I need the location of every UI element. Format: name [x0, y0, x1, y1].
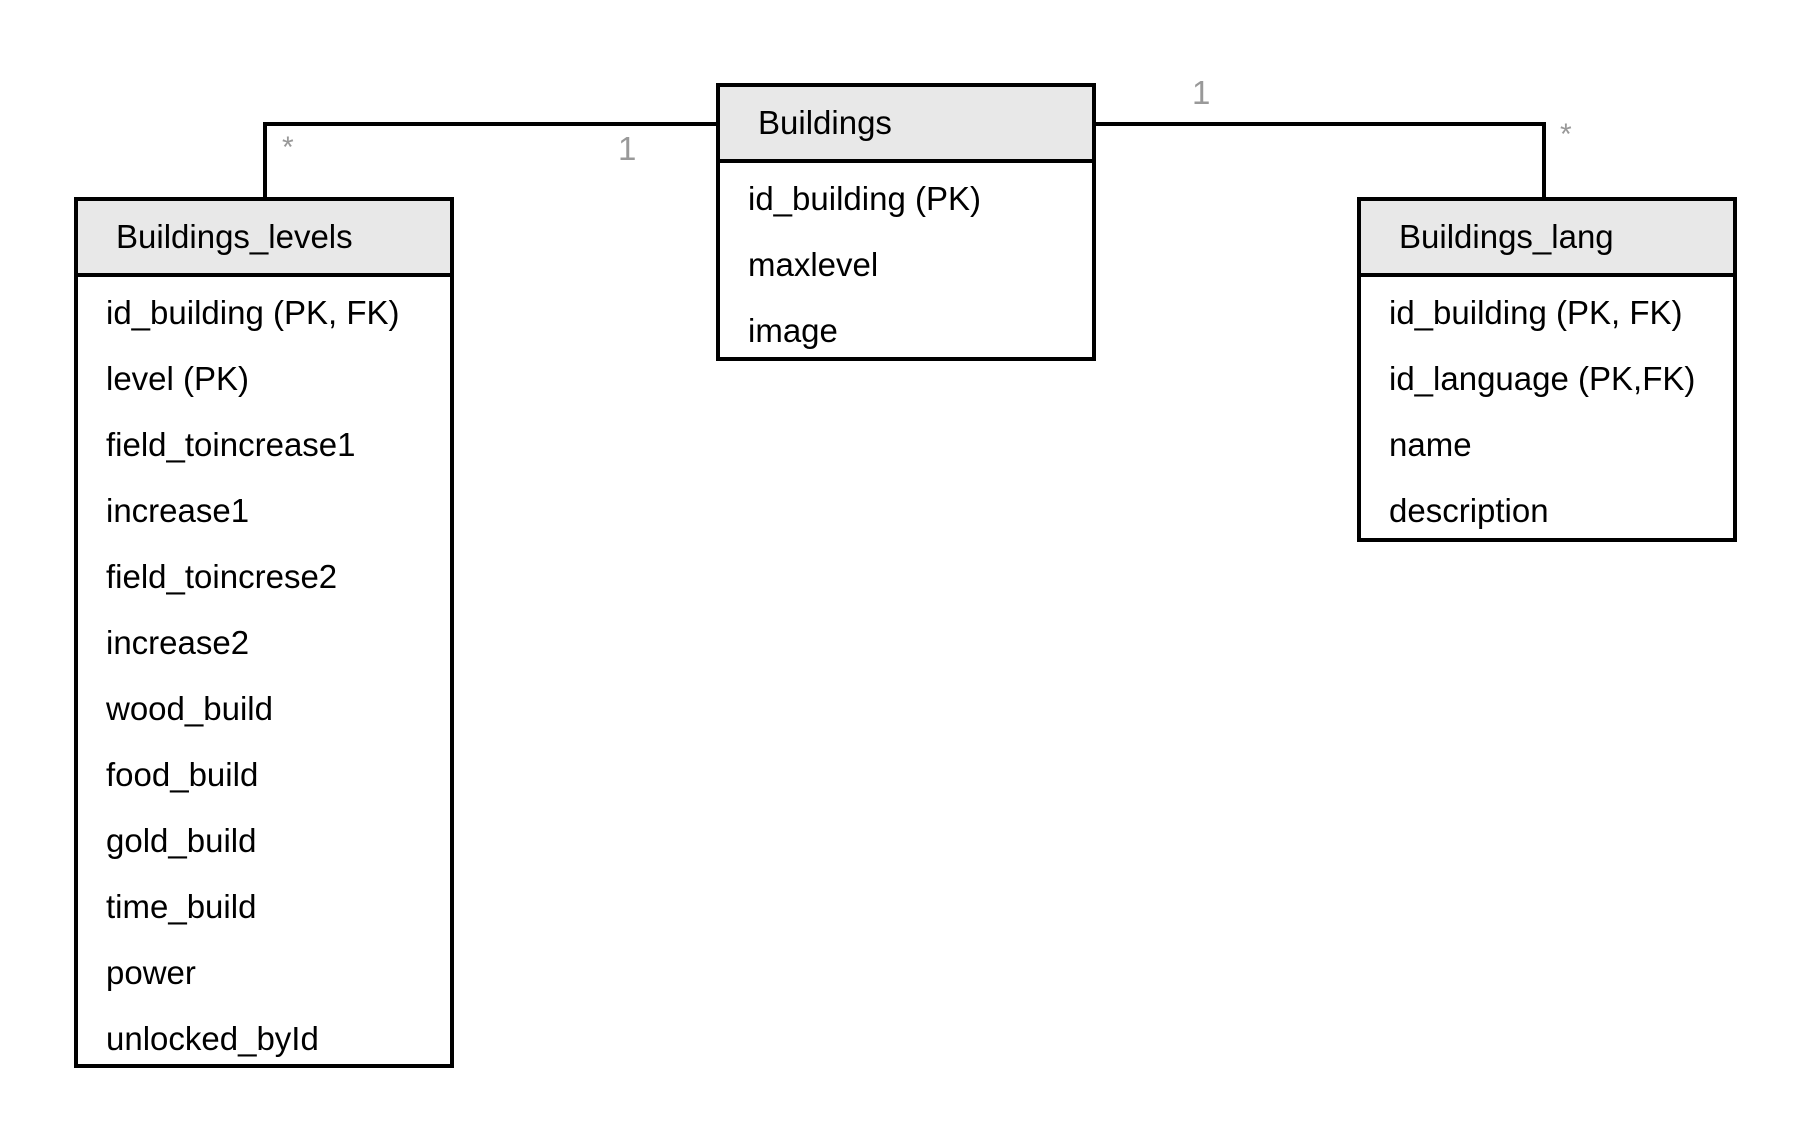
entity-buildings-lang[interactable]: Buildings_lang id_building (PK, FK) id_l…: [1357, 197, 1737, 542]
relationship-line-buildings-lang: [1093, 122, 1546, 198]
attribute-id-building: id_building (PK, FK): [1389, 294, 1683, 331]
entity-buildings-levels-header: Buildings_levels: [78, 201, 450, 277]
attribute-gold-build: gold_build: [106, 822, 257, 859]
entity-buildings-lang-attributes: id_building (PK, FK) id_language (PK,FK)…: [1361, 277, 1733, 549]
entity-buildings-levels-title: Buildings_levels: [116, 218, 353, 255]
attribute-time-build: time_build: [106, 888, 257, 925]
multiplicity-levels-buildings-one: 1: [618, 130, 637, 167]
relationship-line-levels-buildings: [263, 122, 718, 198]
multiplicity-buildings-lang-one: 1: [1192, 74, 1211, 111]
multiplicity-lang-many: *: [1560, 118, 1572, 151]
attribute-name: name: [1389, 426, 1472, 463]
attribute-wood-build: wood_build: [106, 690, 273, 727]
attribute-increase1: increase1: [106, 492, 250, 529]
attribute-description: description: [1389, 492, 1549, 529]
attribute-food-build: food_build: [106, 756, 259, 793]
attribute-image: image: [748, 312, 838, 349]
entity-buildings-attributes: id_building (PK) maxlevel image: [720, 163, 1092, 369]
attribute-id-language: id_language (PK,FK): [1389, 360, 1696, 397]
attribute-field-toincrese2: field_toincrese2: [106, 558, 338, 595]
attribute-id-building: id_building (PK): [748, 180, 981, 217]
entity-buildings-levels-attributes: id_building (PK, FK) level (PK) field_to…: [78, 277, 450, 1077]
attribute-id-building: id_building (PK, FK): [106, 294, 400, 331]
attribute-increase2: increase2: [106, 624, 250, 661]
entity-buildings-lang-header: Buildings_lang: [1361, 201, 1733, 277]
attribute-field-toincrease1: field_toincrease1: [106, 426, 356, 463]
attribute-maxlevel: maxlevel: [748, 246, 879, 283]
entity-buildings[interactable]: Buildings id_building (PK) maxlevel imag…: [716, 83, 1096, 361]
attribute-level: level (PK): [106, 360, 250, 397]
attribute-power: power: [106, 954, 196, 991]
entity-buildings-lang-title: Buildings_lang: [1399, 218, 1614, 255]
entity-buildings-levels[interactable]: Buildings_levels id_building (PK, FK) le…: [74, 197, 454, 1068]
entity-buildings-title: Buildings: [758, 104, 892, 141]
multiplicity-levels-many: *: [282, 131, 294, 164]
attribute-unlocked-byid: unlocked_byId: [106, 1020, 319, 1057]
entity-buildings-header: Buildings: [720, 87, 1092, 163]
